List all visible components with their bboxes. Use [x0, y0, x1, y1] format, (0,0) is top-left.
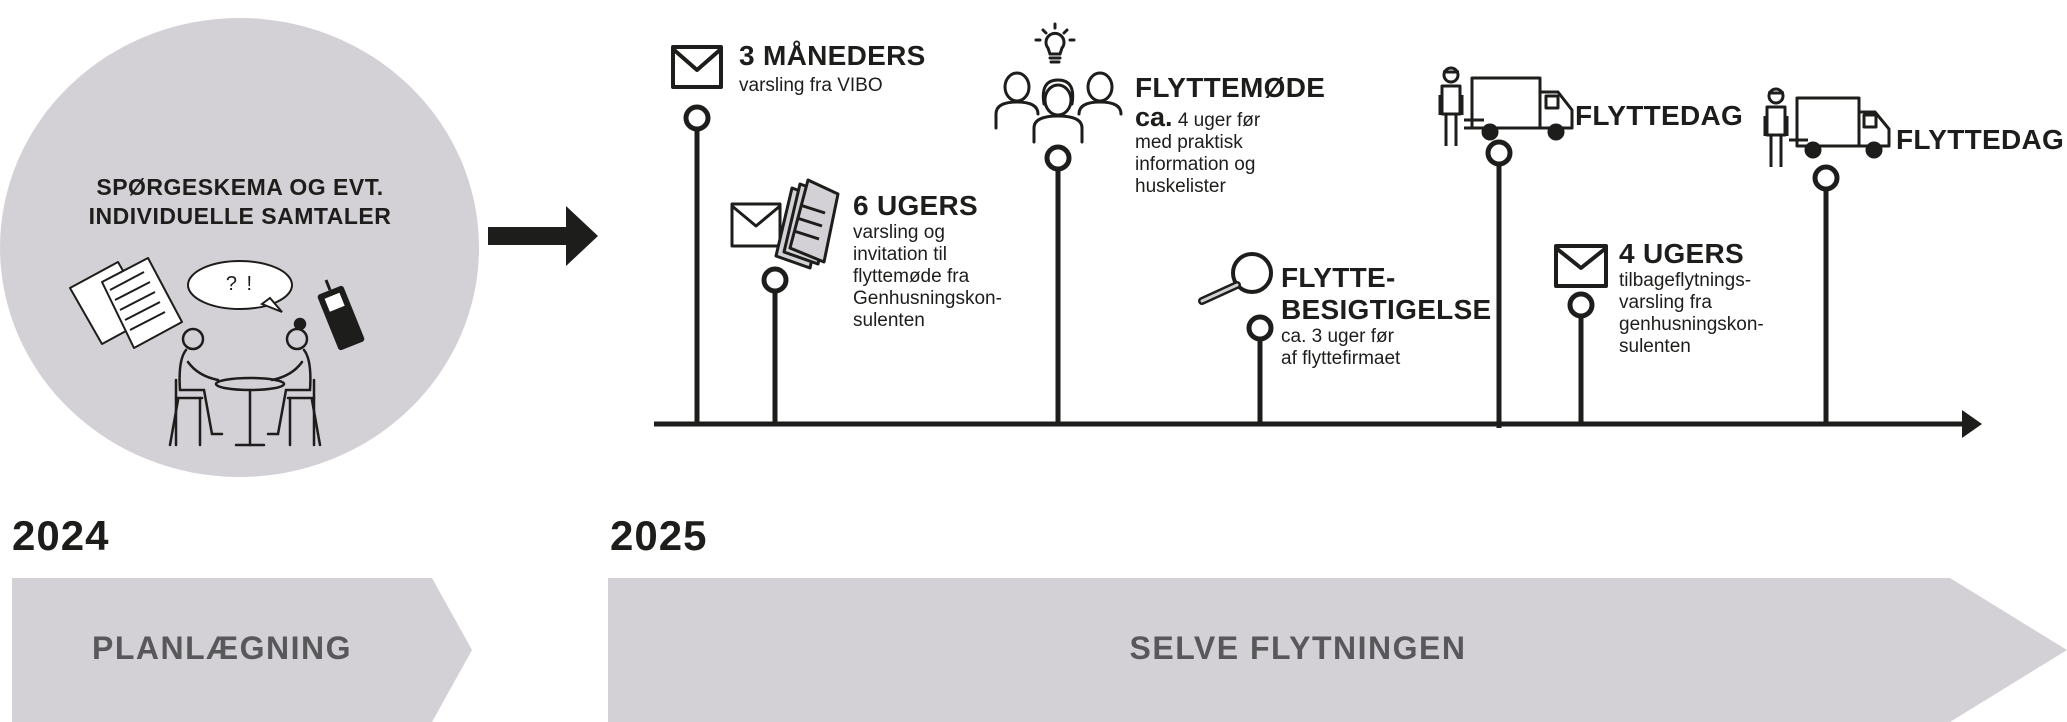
event-body-line: ca. 4 uger før [1135, 106, 1325, 132]
event-body-line: genhusningskon- [1619, 314, 1764, 336]
event-title: FLYTTEDAG [1575, 100, 1743, 132]
event-body-line: huskelister [1135, 176, 1325, 198]
event-body-line: varsling og [853, 222, 1002, 244]
event-body-line: af flyttefirmaet [1281, 348, 1492, 370]
event-title-line2: BESIGTIGELSE [1281, 294, 1492, 326]
event-flyttedag-2: FLYTTEDAG [1896, 124, 2064, 156]
event-body-line: ca. 3 uger før [1281, 326, 1492, 348]
event-flyttedag-1: FLYTTEDAG [1575, 100, 1743, 132]
event-body-line: tilbageflytnings- [1619, 270, 1764, 292]
people-at-table-icon [170, 319, 320, 445]
event-4ugers: 4 UGERS tilbageflytnings- varsling fra g… [1619, 238, 1764, 358]
event-besigtigelse: FLYTTE- BESIGTIGELSE ca. 3 uger før af f… [1281, 262, 1492, 370]
event-title: 3 MÅNEDERS [739, 40, 926, 72]
year-2024: 2024 [12, 512, 109, 560]
speech-bubble-text: ? ! [208, 273, 272, 296]
event-ca: ca. [1135, 102, 1173, 132]
event-title: FLYTTEDAG [1896, 124, 2064, 156]
event-title: FLYTTEMØDE [1135, 72, 1325, 104]
mobile-phone-icon [317, 280, 365, 351]
event-title: 6 UGERS [853, 190, 1002, 222]
year-2025: 2025 [610, 512, 707, 560]
band-label-planning: PLANLÆGNING [12, 630, 432, 667]
band-label-flytning: SELVE FLYTNINGEN [608, 630, 1988, 667]
event-body-first: 4 uger før [1178, 110, 1260, 131]
event-title-line1: FLYTTE- [1281, 262, 1492, 294]
event-body-line: Genhusningskon- [853, 288, 1002, 310]
event-body-line: sulenten [853, 310, 1002, 332]
event-body-line: flyttemøde fra [853, 266, 1002, 288]
event-body-line: information og [1135, 154, 1325, 176]
papers-icon [70, 258, 182, 348]
event-body-line: invitation til [853, 244, 1002, 266]
event-title: 4 UGERS [1619, 238, 1764, 270]
event-body-line: varsling fra VIBO [739, 75, 926, 97]
event-6ugers: 6 UGERS varsling og invitation til flytt… [853, 190, 1002, 332]
event-body-line: sulenten [1619, 336, 1764, 358]
event-body-line: med praktisk [1135, 132, 1325, 154]
event-flyttemode: FLYTTEMØDE ca. 4 uger før med praktisk i… [1135, 72, 1325, 198]
event-body-line: varsling fra [1619, 292, 1764, 314]
event-3mdr: 3 MÅNEDERS varsling fra VIBO [739, 40, 926, 97]
